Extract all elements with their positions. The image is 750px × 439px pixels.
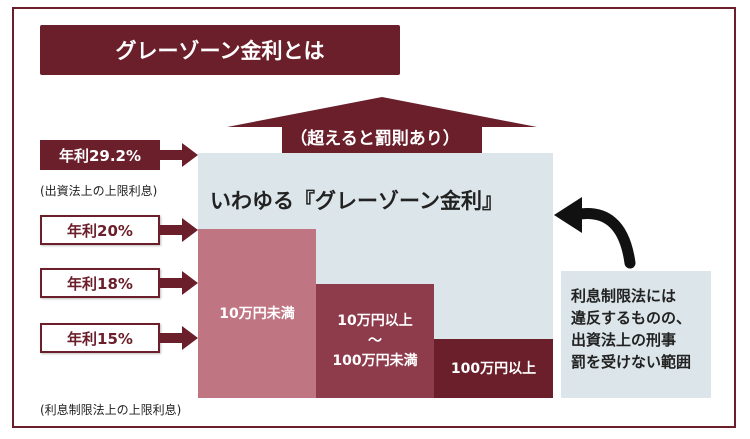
note-invest-limit: (出資法上の上限利息) bbox=[40, 184, 158, 198]
info-line-3: 出資法上の刑事 bbox=[571, 331, 677, 349]
bar-100k-to-1m: 10万円以上 ～ 100万円未満 bbox=[316, 284, 434, 398]
penalty-arrow-text: （超えると罰則あり） bbox=[290, 129, 460, 149]
info-line-4: 罰を受けない範囲 bbox=[571, 353, 692, 371]
bar-100k-to-1m-line1: 10万円以上 bbox=[337, 313, 413, 329]
rate-20-arrow-icon bbox=[160, 218, 198, 242]
info-line-1: 利息制限法には bbox=[571, 287, 677, 305]
rate-29-2: 年利29.2% bbox=[40, 140, 160, 170]
rate-15: 年利15% bbox=[40, 323, 160, 353]
info-box: 利息制限法には 違反するものの、 出資法上の刑事 罰を受けない範囲 bbox=[561, 271, 711, 398]
curved-pointer-icon bbox=[554, 197, 636, 269]
rate-18: 年利18% bbox=[40, 268, 160, 298]
bar-over-1m: 100万円以上 bbox=[434, 339, 553, 398]
bar-under-100k-label: 10万円未満 bbox=[219, 305, 295, 322]
bar-under-100k: 10万円未満 bbox=[198, 229, 316, 398]
gray-zone-label: いわゆる『グレーゾーン金利』 bbox=[210, 189, 503, 213]
info-line-2: 違反するものの、 bbox=[571, 309, 692, 327]
rate-20: 年利20% bbox=[40, 215, 160, 245]
bar-100k-to-1m-line3: 100万円未満 bbox=[332, 353, 418, 369]
rate-15-arrow-icon bbox=[160, 326, 198, 350]
diagram-title: グレーゾーン金利とは bbox=[40, 25, 400, 75]
bar-100k-to-1m-line2: ～ bbox=[368, 333, 382, 349]
bar-over-1m-label: 100万円以上 bbox=[450, 360, 537, 377]
penalty-arrow bbox=[227, 97, 537, 155]
note-interest-limit: (利息制限法上の上限利息) bbox=[40, 403, 182, 417]
rate-29-2-arrow-icon bbox=[160, 143, 198, 167]
rate-18-arrow-icon bbox=[160, 271, 198, 295]
